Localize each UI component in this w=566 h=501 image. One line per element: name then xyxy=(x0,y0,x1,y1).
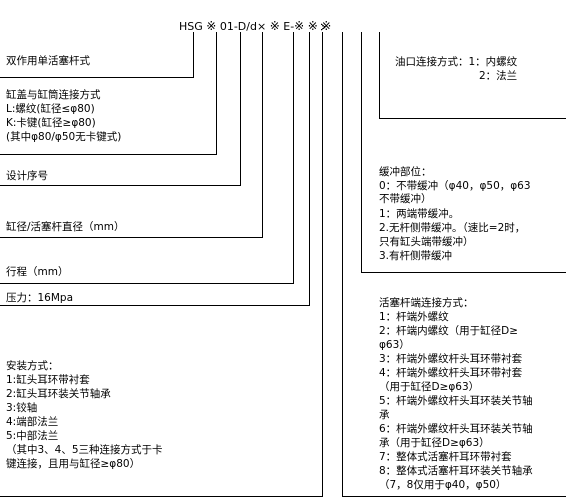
label-cushion-0: 0：不带缓冲（φ40，φ50，φ63 xyxy=(379,180,531,192)
label-cushion-0b: 不带缓冲） xyxy=(379,193,432,205)
label-mount-5: 5:中部法兰 xyxy=(6,430,59,442)
label-cover-note: (其中φ80/φ50无卡键式) xyxy=(6,131,122,143)
label-mount-3: 3:铰轴 xyxy=(6,402,38,414)
label-rod-5: 5：杆端外螺纹杆头耳环装关节轴 xyxy=(379,395,533,407)
leader-port xyxy=(379,32,566,119)
label-mount-note-1: （其中3、4、5三种连接方式于卡 xyxy=(6,444,163,456)
label-cushion-2b: 只有缸头端带缓冲） xyxy=(379,236,474,248)
label-type: 双作用单活塞杆式 xyxy=(6,55,90,67)
code-mark-port: ※ xyxy=(321,19,332,33)
label-stroke: 行程（mm） xyxy=(6,266,69,278)
leader-rod-end xyxy=(342,32,566,497)
label-pressure: 压力：16Mpa xyxy=(6,292,74,304)
label-cushion-1: 1：两端带缓冲。 xyxy=(379,208,460,220)
label-cover-l: L:螺纹(缸径≤φ80) xyxy=(6,103,95,115)
code-mark-cover: ※ xyxy=(206,19,217,33)
label-rod-8: 8：整体式活塞杆耳环装关节轴承 xyxy=(379,465,533,477)
label-cushion-2: 2.无杆侧带缓冲。（速比=2时， xyxy=(379,222,526,234)
label-rod-3: 3：杆端外螺纹杆头耳环带衬套 xyxy=(379,353,523,365)
label-rod-title: 活塞杆端连接方式： xyxy=(379,297,474,309)
label-rod-2: 2：杆端内螺纹（用于缸径D≥ xyxy=(379,325,519,337)
label-cover-k: K:卡键(缸径≥φ80) xyxy=(6,117,96,129)
label-mount-title: 安装方式： xyxy=(6,360,59,372)
label-mount-1: 1:缸头耳环带衬套 xyxy=(6,374,90,386)
leader-bore xyxy=(0,32,263,238)
label-design-no: 设计序号 xyxy=(6,170,48,182)
leader-cover xyxy=(0,32,217,155)
code-mark-rod: ※ xyxy=(294,19,305,33)
label-rod-4b: （用于缸径D≥φ63） xyxy=(379,381,480,393)
label-mount-note-2: 键连接，且用与缸径≥φ80） xyxy=(6,458,141,470)
code-mark-stroke: ※ xyxy=(269,19,280,33)
label-rod-6b: 承（用于缸径D≥φ63） xyxy=(379,437,490,449)
code-prefix: HSG xyxy=(179,20,203,33)
label-bore: 缸径/活塞杆直径（mm） xyxy=(6,221,125,233)
label-rod-4: 4：杆端外螺纹杆头耳环带衬套 xyxy=(379,367,523,379)
arrow-tick xyxy=(320,23,326,31)
leader-pressure xyxy=(0,32,310,306)
leader-mount xyxy=(0,32,323,497)
label-mount-2: 2:缸头耳环装关节轴承 xyxy=(6,388,111,400)
label-cushion-3: 3.有杆侧带缓冲 xyxy=(379,250,453,262)
model-code: HSG ※ 01-D/d× ※ E-※ ※ ※ xyxy=(179,20,331,33)
code-sep: E- xyxy=(283,20,295,33)
label-cushion-title: 缓冲部位： xyxy=(379,166,432,178)
code-series: 01-D/d× xyxy=(219,20,267,33)
label-rod-6: 6：杆端外螺纹杆头耳环装关节轴 xyxy=(379,423,533,435)
label-port-2: 2：法兰 xyxy=(479,70,518,82)
leader-design-no xyxy=(0,32,241,186)
label-cover-title: 缸盖与缸筒连接方式 xyxy=(6,89,101,101)
label-rod-1: 1：杆端外螺纹 xyxy=(379,311,449,323)
leader-type xyxy=(0,32,194,78)
label-rod-5b: 承 xyxy=(379,409,390,421)
label-rod-note: （7，8仅用于φ40，φ50） xyxy=(379,479,507,491)
leader-stroke xyxy=(0,32,294,284)
label-rod-7: 7：整体式活塞杆耳环带衬套 xyxy=(379,451,512,463)
code-mark-cushion: ※ xyxy=(307,19,318,33)
label-rod-2b: φ63） xyxy=(379,339,410,351)
label-port-1: 油口连接方式：1：内螺纹 xyxy=(395,56,518,68)
leader-cushion xyxy=(361,32,566,273)
label-mount-4: 4:端部法兰 xyxy=(6,416,59,428)
